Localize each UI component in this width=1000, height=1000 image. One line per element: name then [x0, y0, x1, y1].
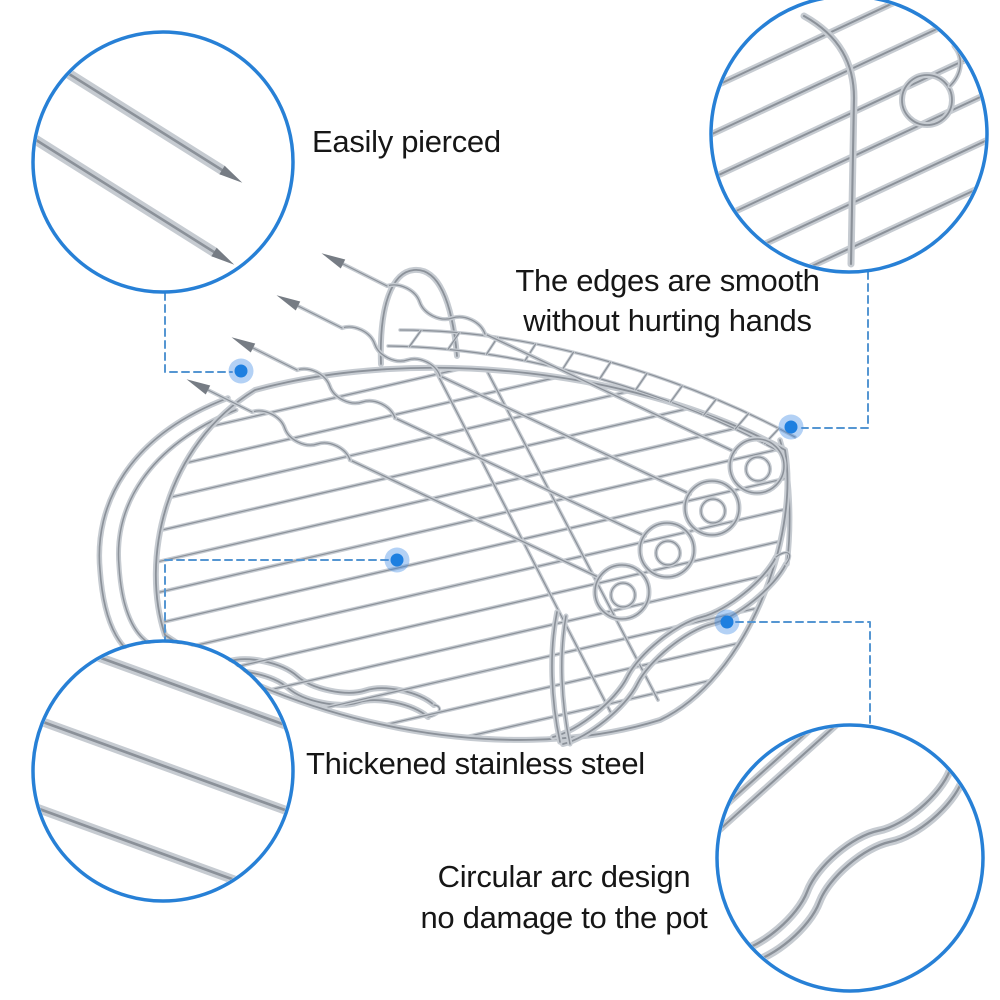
callout-circle-smooth-edges	[709, 0, 989, 274]
feature-dot-icon	[778, 414, 804, 440]
zoom-detail-circle-icon	[715, 723, 985, 993]
leader-line-arc-design	[735, 621, 871, 725]
label-circular-arc-line1: Circular arc design	[437, 859, 691, 894]
label-circular-arc-line2: no damage to the pot	[420, 900, 708, 935]
feature-dot-icon	[714, 609, 740, 635]
callout-circle-arc-design	[715, 723, 985, 993]
label-thickened-stainless-steel: Thickened stainless steel	[306, 746, 645, 781]
label-circular-arc-design: Circular arc design no damage to the pot	[390, 856, 738, 938]
leader-line-easily-pierced	[164, 292, 233, 373]
wavy-foot-detail	[719, 727, 966, 967]
skewer-tips-detail	[35, 57, 243, 265]
callout-circle-easily-pierced	[31, 30, 295, 294]
zoom-detail-circle-icon	[31, 30, 295, 294]
leader-lines	[164, 271, 871, 725]
zoom-detail-circle-icon	[31, 639, 295, 903]
label-smooth-edges-line1: The edges are smooth	[515, 263, 820, 298]
callout-circle-stainless-steel	[31, 639, 295, 903]
rack-edge-detail	[713, 0, 985, 270]
feature-dots	[228, 358, 804, 635]
double-layer-rack-with-skewers	[96, 253, 797, 747]
label-smooth-edges: The edges are smooth without hurting han…	[495, 261, 840, 341]
label-smooth-edges-line2: without hurting hands	[523, 303, 812, 338]
zoom-detail-circle-icon	[709, 0, 989, 274]
leader-line-smooth-edges	[801, 271, 869, 429]
leader-line-stainless-steel	[164, 559, 389, 641]
feature-dot-icon	[228, 358, 254, 384]
feature-dot-icon	[384, 547, 410, 573]
label-easily-pierced: Easily pierced	[312, 124, 501, 159]
